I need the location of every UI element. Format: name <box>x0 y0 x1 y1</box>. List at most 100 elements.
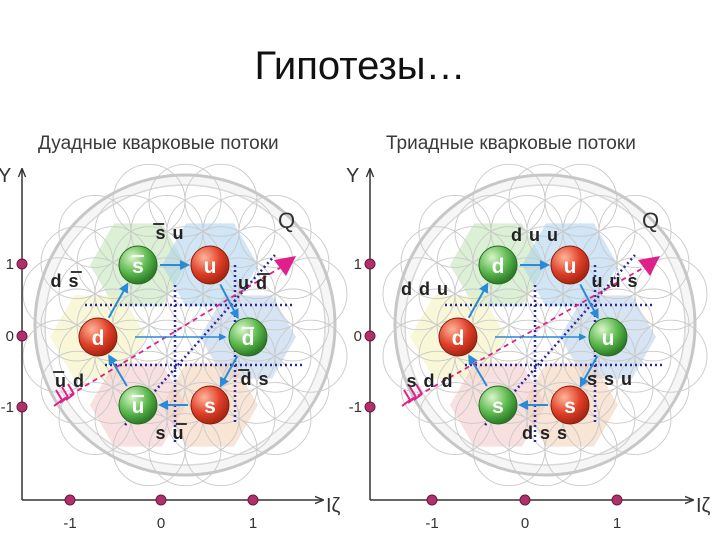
quark-1: u <box>190 245 230 285</box>
flow-label-2: u d <box>238 273 268 293</box>
quark-label: d <box>452 327 465 350</box>
flow-label-0: s u <box>155 223 184 243</box>
flow-label-3: s d d <box>406 371 453 391</box>
y-tick-label: 0 <box>354 328 362 345</box>
quark-ball <box>228 317 268 357</box>
quark-0: d <box>478 245 518 285</box>
y-tick-dot <box>364 258 376 270</box>
q-tail-feather <box>55 389 63 401</box>
quark-5: s <box>190 385 230 425</box>
quark-ball <box>550 385 590 425</box>
quark-3: u <box>588 317 628 357</box>
flow-label-4: d s <box>240 369 269 389</box>
q-tail-feather <box>415 383 423 395</box>
y-tick-dot <box>16 330 28 342</box>
q-direction-line <box>409 262 653 401</box>
quark-1: u <box>550 245 590 285</box>
q-arrowhead <box>638 256 660 276</box>
panel-title-triadic: Триадные кварковые потоки <box>386 133 636 154</box>
x-tick-label: -1 <box>63 515 76 532</box>
x-axis-label: Iζ <box>326 495 341 517</box>
flow-label-1: d d u <box>401 279 449 299</box>
q-label: Q <box>642 208 659 233</box>
quark-2: d <box>438 317 478 357</box>
y-tick-dot <box>364 401 376 413</box>
q-tail-feather <box>413 393 423 401</box>
x-tick-label: 0 <box>521 515 529 532</box>
x-tick-dot <box>247 494 259 506</box>
q-tail-feather <box>409 386 417 398</box>
y-axis-label: Y <box>346 165 359 187</box>
q-tail-feather <box>65 393 75 401</box>
flow-label-5: d s s <box>522 423 568 443</box>
flow-label-2: u u s <box>591 271 638 291</box>
y-tick-label: -1 <box>1 399 14 416</box>
pattern-circle <box>634 319 708 393</box>
flow-arrow-4 <box>468 354 488 387</box>
quark-ball <box>78 317 118 357</box>
quark-5: s <box>550 385 590 425</box>
y-tick-label: 1 <box>354 256 362 273</box>
quark-ball <box>118 245 158 285</box>
pattern-circle <box>274 257 348 331</box>
x-tick-label: -1 <box>425 515 438 532</box>
quark-4: s <box>478 385 518 425</box>
panel-title-dyadic: Дуадные кварковые потоки <box>38 133 279 154</box>
quark-label: s <box>564 395 576 418</box>
quark-0: s <box>118 245 158 285</box>
quark-label: u <box>204 255 217 278</box>
quark-ball <box>588 317 628 357</box>
quark-ball <box>550 245 590 285</box>
quark-3: d <box>228 317 268 357</box>
flow-arrow-1 <box>579 283 599 320</box>
q-tail-feather <box>401 399 411 407</box>
q-tail-feather <box>407 396 417 404</box>
x-tick-dot <box>426 494 438 506</box>
q-label: Q <box>278 208 295 233</box>
q-tail-feather <box>59 396 69 404</box>
quark-ball <box>190 385 230 425</box>
pattern-circle <box>274 319 348 393</box>
quark-label: d <box>492 255 505 278</box>
quark-ball <box>438 317 478 357</box>
flower-pattern <box>382 163 708 487</box>
flow-arrow-1 <box>219 283 239 320</box>
y-tick-dot <box>364 330 376 342</box>
quark-label: u <box>132 395 145 418</box>
y-tick-label: 0 <box>6 328 14 345</box>
flow-arrow-4 <box>108 354 128 387</box>
slide-title: Гипотезы… <box>254 44 466 88</box>
q-arrowhead <box>274 256 296 276</box>
flow-label-4: s s u <box>587 369 633 389</box>
quark-label: d <box>92 327 105 350</box>
quark-ball <box>478 385 518 425</box>
quark-label: u <box>602 327 615 350</box>
flow-label-0: d u u <box>511 225 559 245</box>
flow-arrow-5 <box>467 282 489 319</box>
q-tail-feather <box>61 386 69 398</box>
y-tick-label: 1 <box>6 256 14 273</box>
quark-4: u <box>118 385 158 425</box>
flow-label-3: u d <box>55 371 85 391</box>
quark-2: d <box>78 317 118 357</box>
x-tick-label: 0 <box>157 515 165 532</box>
quark-ball <box>190 245 230 285</box>
q-tail-feather <box>67 383 75 395</box>
quark-label: s <box>132 255 144 278</box>
x-tick-label: 1 <box>613 515 621 532</box>
x-tick-dot <box>519 494 531 506</box>
quark-ball <box>118 385 158 425</box>
x-tick-dot <box>611 494 623 506</box>
flow-arrow-2 <box>219 355 239 388</box>
flow-arrow-2 <box>579 355 599 388</box>
y-axis-label: Y <box>0 165 11 187</box>
y-tick-label: -1 <box>349 399 362 416</box>
q-tail-feather <box>403 389 411 401</box>
y-tick-dot <box>16 258 28 270</box>
quark-ball <box>478 245 518 285</box>
q-tail-feather <box>53 399 63 407</box>
x-tick-dot <box>64 494 76 506</box>
